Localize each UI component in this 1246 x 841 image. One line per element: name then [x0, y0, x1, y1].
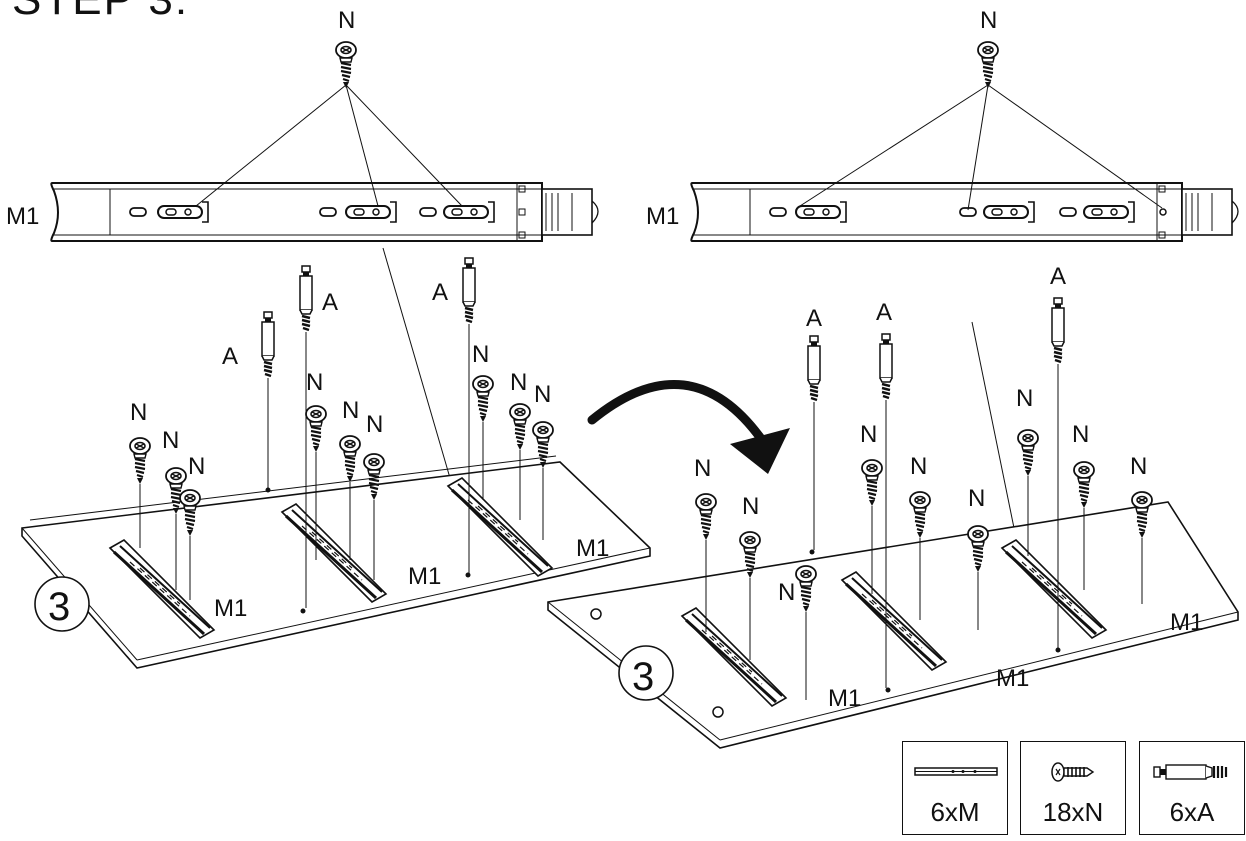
cam-dowel-icon	[1153, 764, 1228, 780]
screw-label: N	[860, 421, 877, 448]
rail-label: M1	[408, 563, 441, 590]
rail-label: M1	[1170, 609, 1203, 636]
rail-label: M1	[6, 203, 39, 230]
screw-label: N	[342, 397, 359, 424]
rail-label: M1	[576, 535, 609, 562]
cam-label: A	[222, 343, 238, 370]
panel-number: 3	[48, 585, 70, 629]
screw-label: N	[534, 381, 551, 408]
left-assembly	[21, 40, 651, 669]
screw-label: N	[510, 369, 527, 396]
panel-number-circle	[618, 645, 674, 701]
screw-label: N	[130, 399, 147, 426]
screw-icon	[976, 40, 1000, 90]
cam-dowel	[298, 264, 314, 332]
screw-label: N	[694, 455, 711, 482]
step-title: STEP 3:	[12, 0, 189, 22]
rail-label: M1	[214, 595, 247, 622]
rail-label: M1	[646, 203, 679, 230]
panel-number-circle	[34, 576, 90, 632]
cam-dowel	[1050, 296, 1066, 364]
screw-label: N	[162, 427, 179, 454]
screw-label: N	[1016, 385, 1033, 412]
cam-dowel	[260, 310, 276, 378]
screw-label: N	[1130, 453, 1147, 480]
screw-label: N	[1072, 421, 1089, 448]
screw-icon	[334, 40, 358, 90]
cam-label: A	[432, 279, 448, 306]
screw-icon	[1051, 762, 1095, 782]
screw-label: N	[980, 7, 997, 34]
cam-dowel	[806, 334, 822, 402]
parts-box-screw: 18xN	[1020, 741, 1126, 835]
screw-label: N	[968, 485, 985, 512]
cam-label: A	[1050, 263, 1066, 290]
cam-dowel	[878, 332, 894, 400]
cam-quantity: 6xA	[1169, 797, 1215, 827]
screw-label: N	[366, 411, 383, 438]
cam-label: A	[806, 305, 822, 332]
rail-label: M1	[996, 665, 1029, 692]
curved-arrow-icon	[587, 380, 767, 445]
screw-label: N	[338, 7, 355, 34]
drawer-rail-icon	[914, 767, 998, 776]
screw-label: N	[472, 341, 489, 368]
screw-label: N	[910, 453, 927, 480]
screw-label: N	[742, 493, 759, 520]
panel-number: 3	[632, 655, 654, 699]
screw-label: N	[188, 453, 205, 480]
parts-box-cam: 6xA	[1139, 741, 1245, 835]
cam-dowel	[461, 256, 477, 324]
rail-quantity: 6xM	[930, 797, 980, 827]
cam-label: A	[876, 299, 892, 326]
screw-label: N	[306, 369, 323, 396]
cam-label: A	[322, 289, 338, 316]
screw-quantity: 18xN	[1042, 797, 1104, 827]
rail-label: M1	[828, 685, 861, 712]
parts-box-rail: 6xM	[902, 741, 1008, 835]
screw-label: N	[778, 579, 795, 606]
right-assembly	[547, 40, 1239, 749]
